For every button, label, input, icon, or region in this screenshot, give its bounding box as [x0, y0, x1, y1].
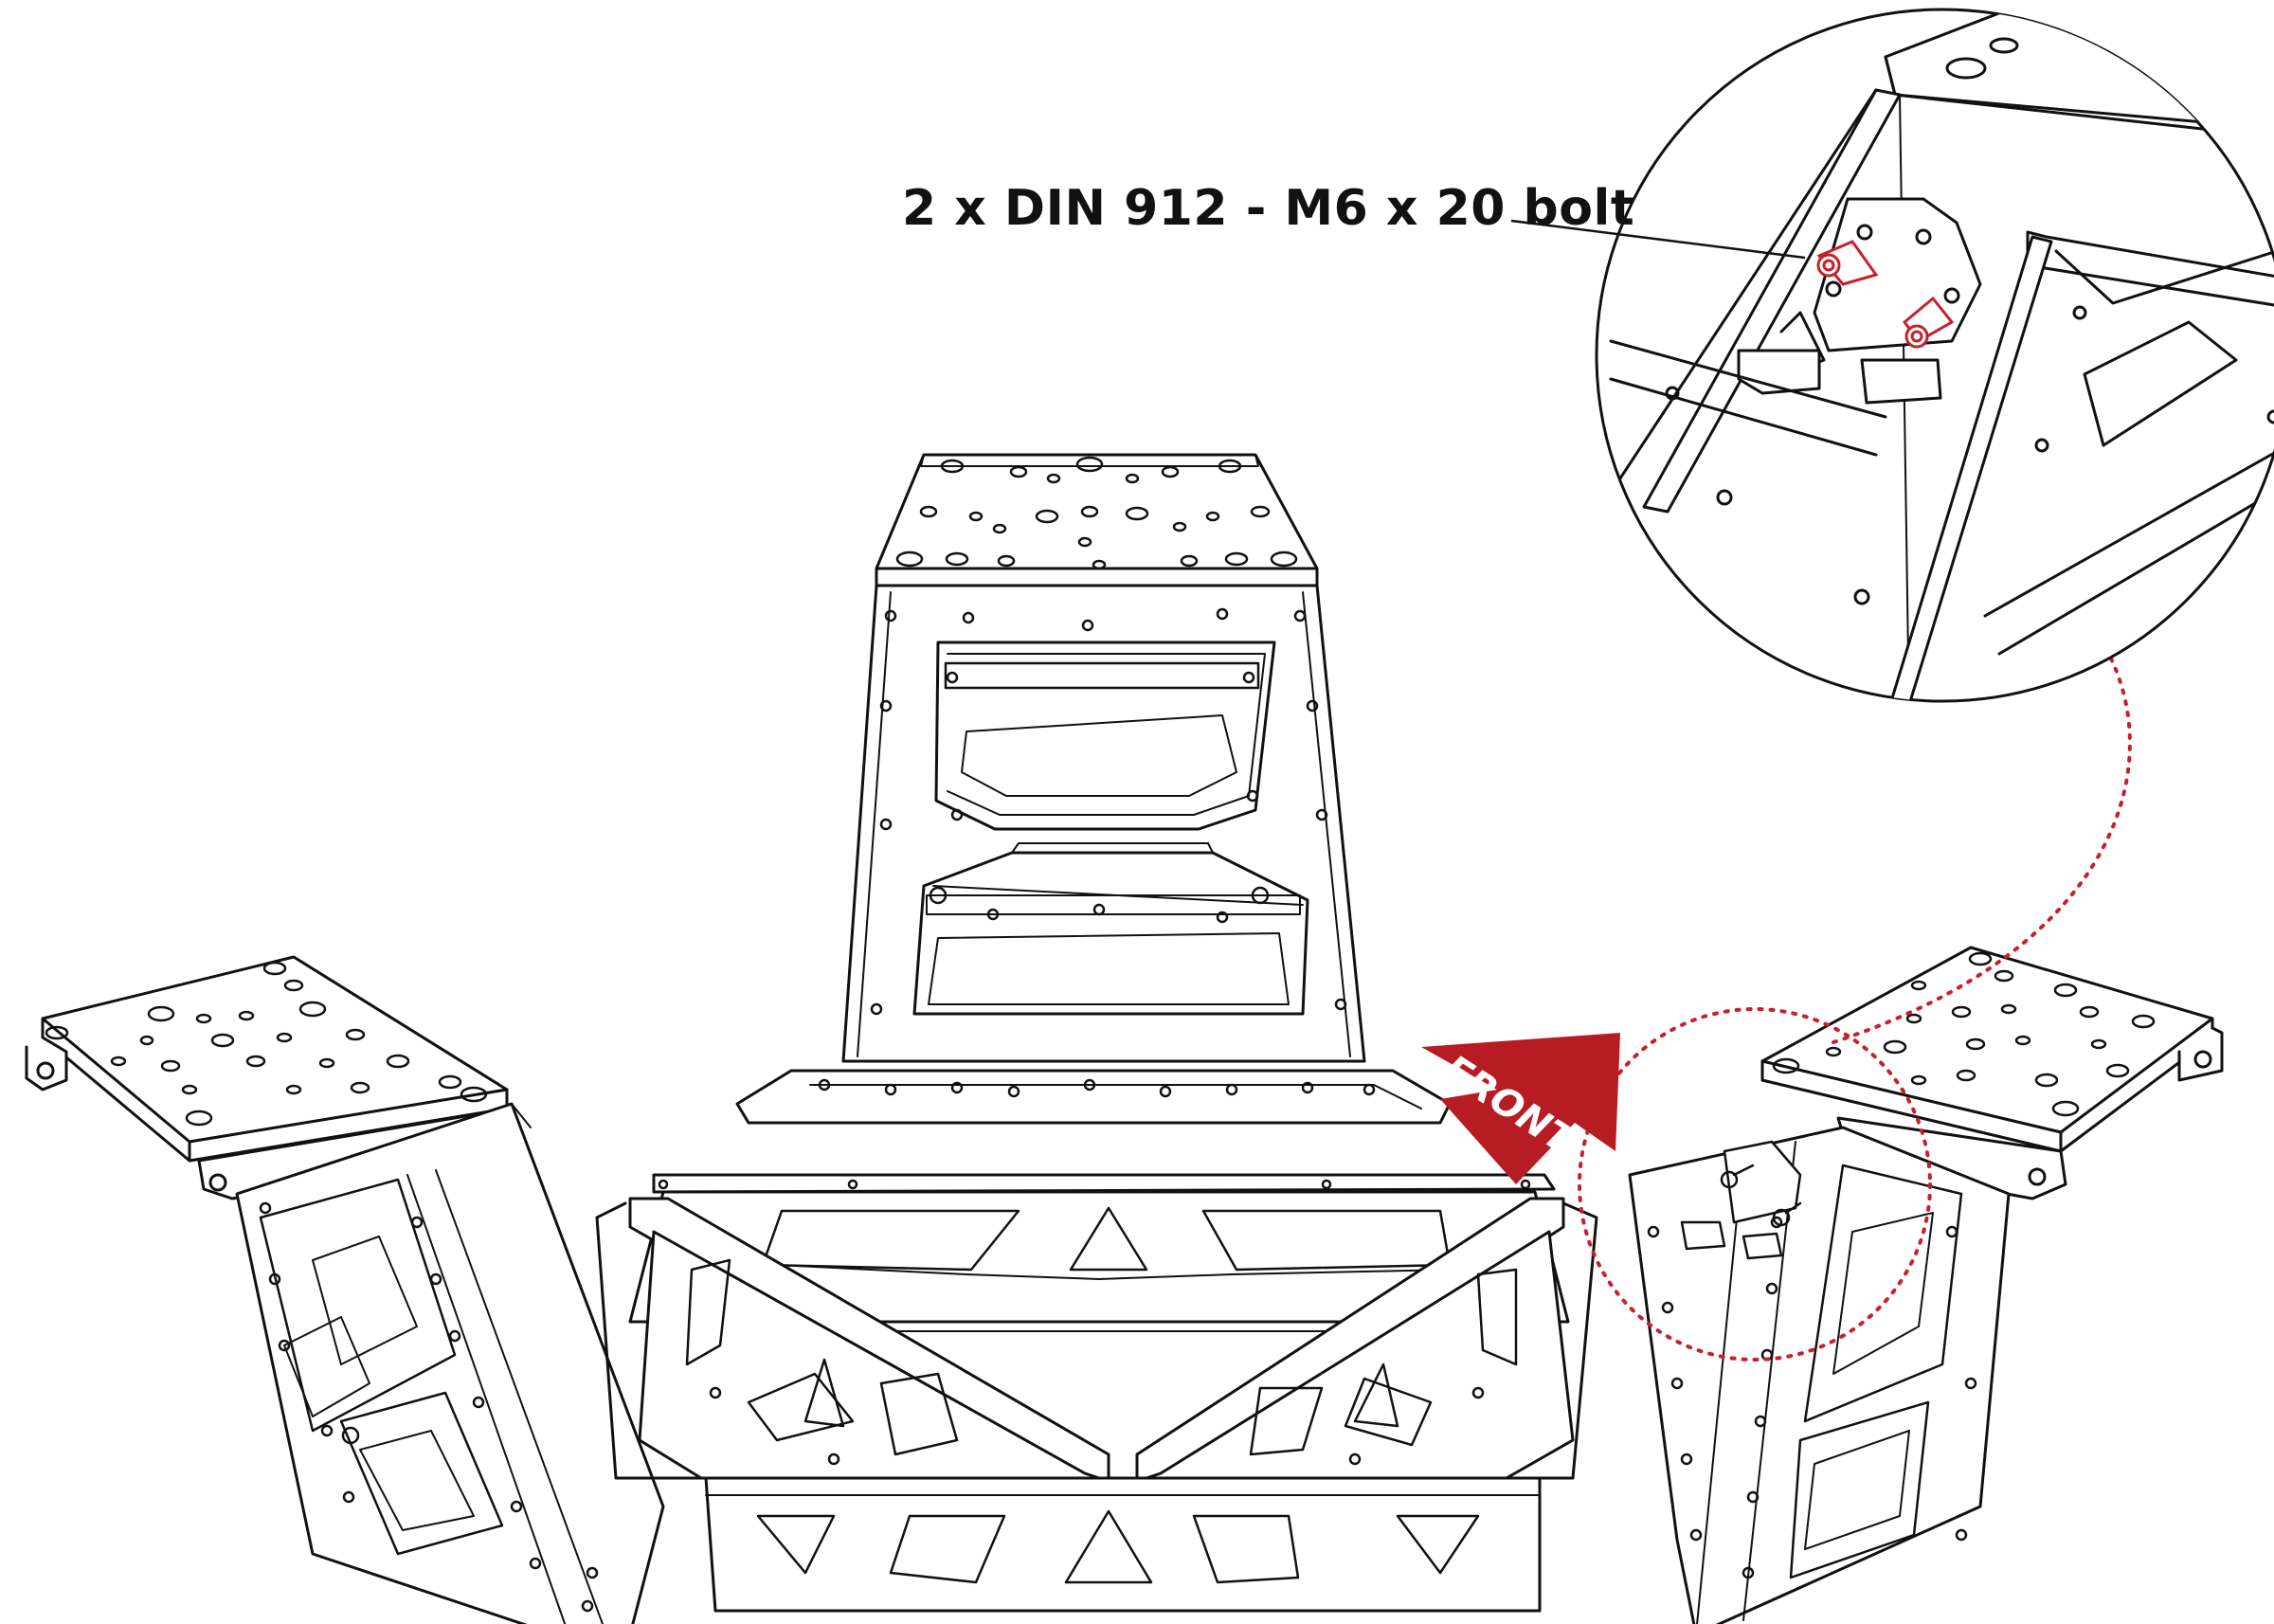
callout-leader-line — [1510, 219, 1806, 260]
right-plate-holes — [1772, 951, 2156, 1117]
detail-view — [1595, 8, 2274, 703]
right-mount-plate — [1760, 946, 2224, 1200]
top-mount-plate — [875, 453, 1319, 587]
front-arrow-icon — [1421, 1033, 1620, 1184]
bolt-callout-label: 2 x DIN 912 - M6 x 20 bolt — [902, 180, 1635, 237]
callout-dotted-arrow — [1832, 642, 2132, 1044]
left-leg-holes — [259, 1201, 599, 1613]
bolt-icon — [1720, 1164, 1802, 1227]
top-plate-holes — [895, 456, 1298, 570]
left-side-leg — [235, 1102, 665, 1624]
right-side-leg — [1628, 1126, 2011, 1624]
right-bracket-small — [1680, 1140, 1802, 1260]
left-plate-holes — [45, 961, 488, 1127]
base-frame — [595, 1069, 1598, 1613]
bolt-icon — [1816, 240, 1955, 349]
center-upright-panel — [841, 584, 1366, 1063]
base-frame-holes — [658, 1078, 1531, 1466]
highlight-circle — [1578, 1007, 1932, 1362]
upright-holes — [870, 607, 1347, 1016]
